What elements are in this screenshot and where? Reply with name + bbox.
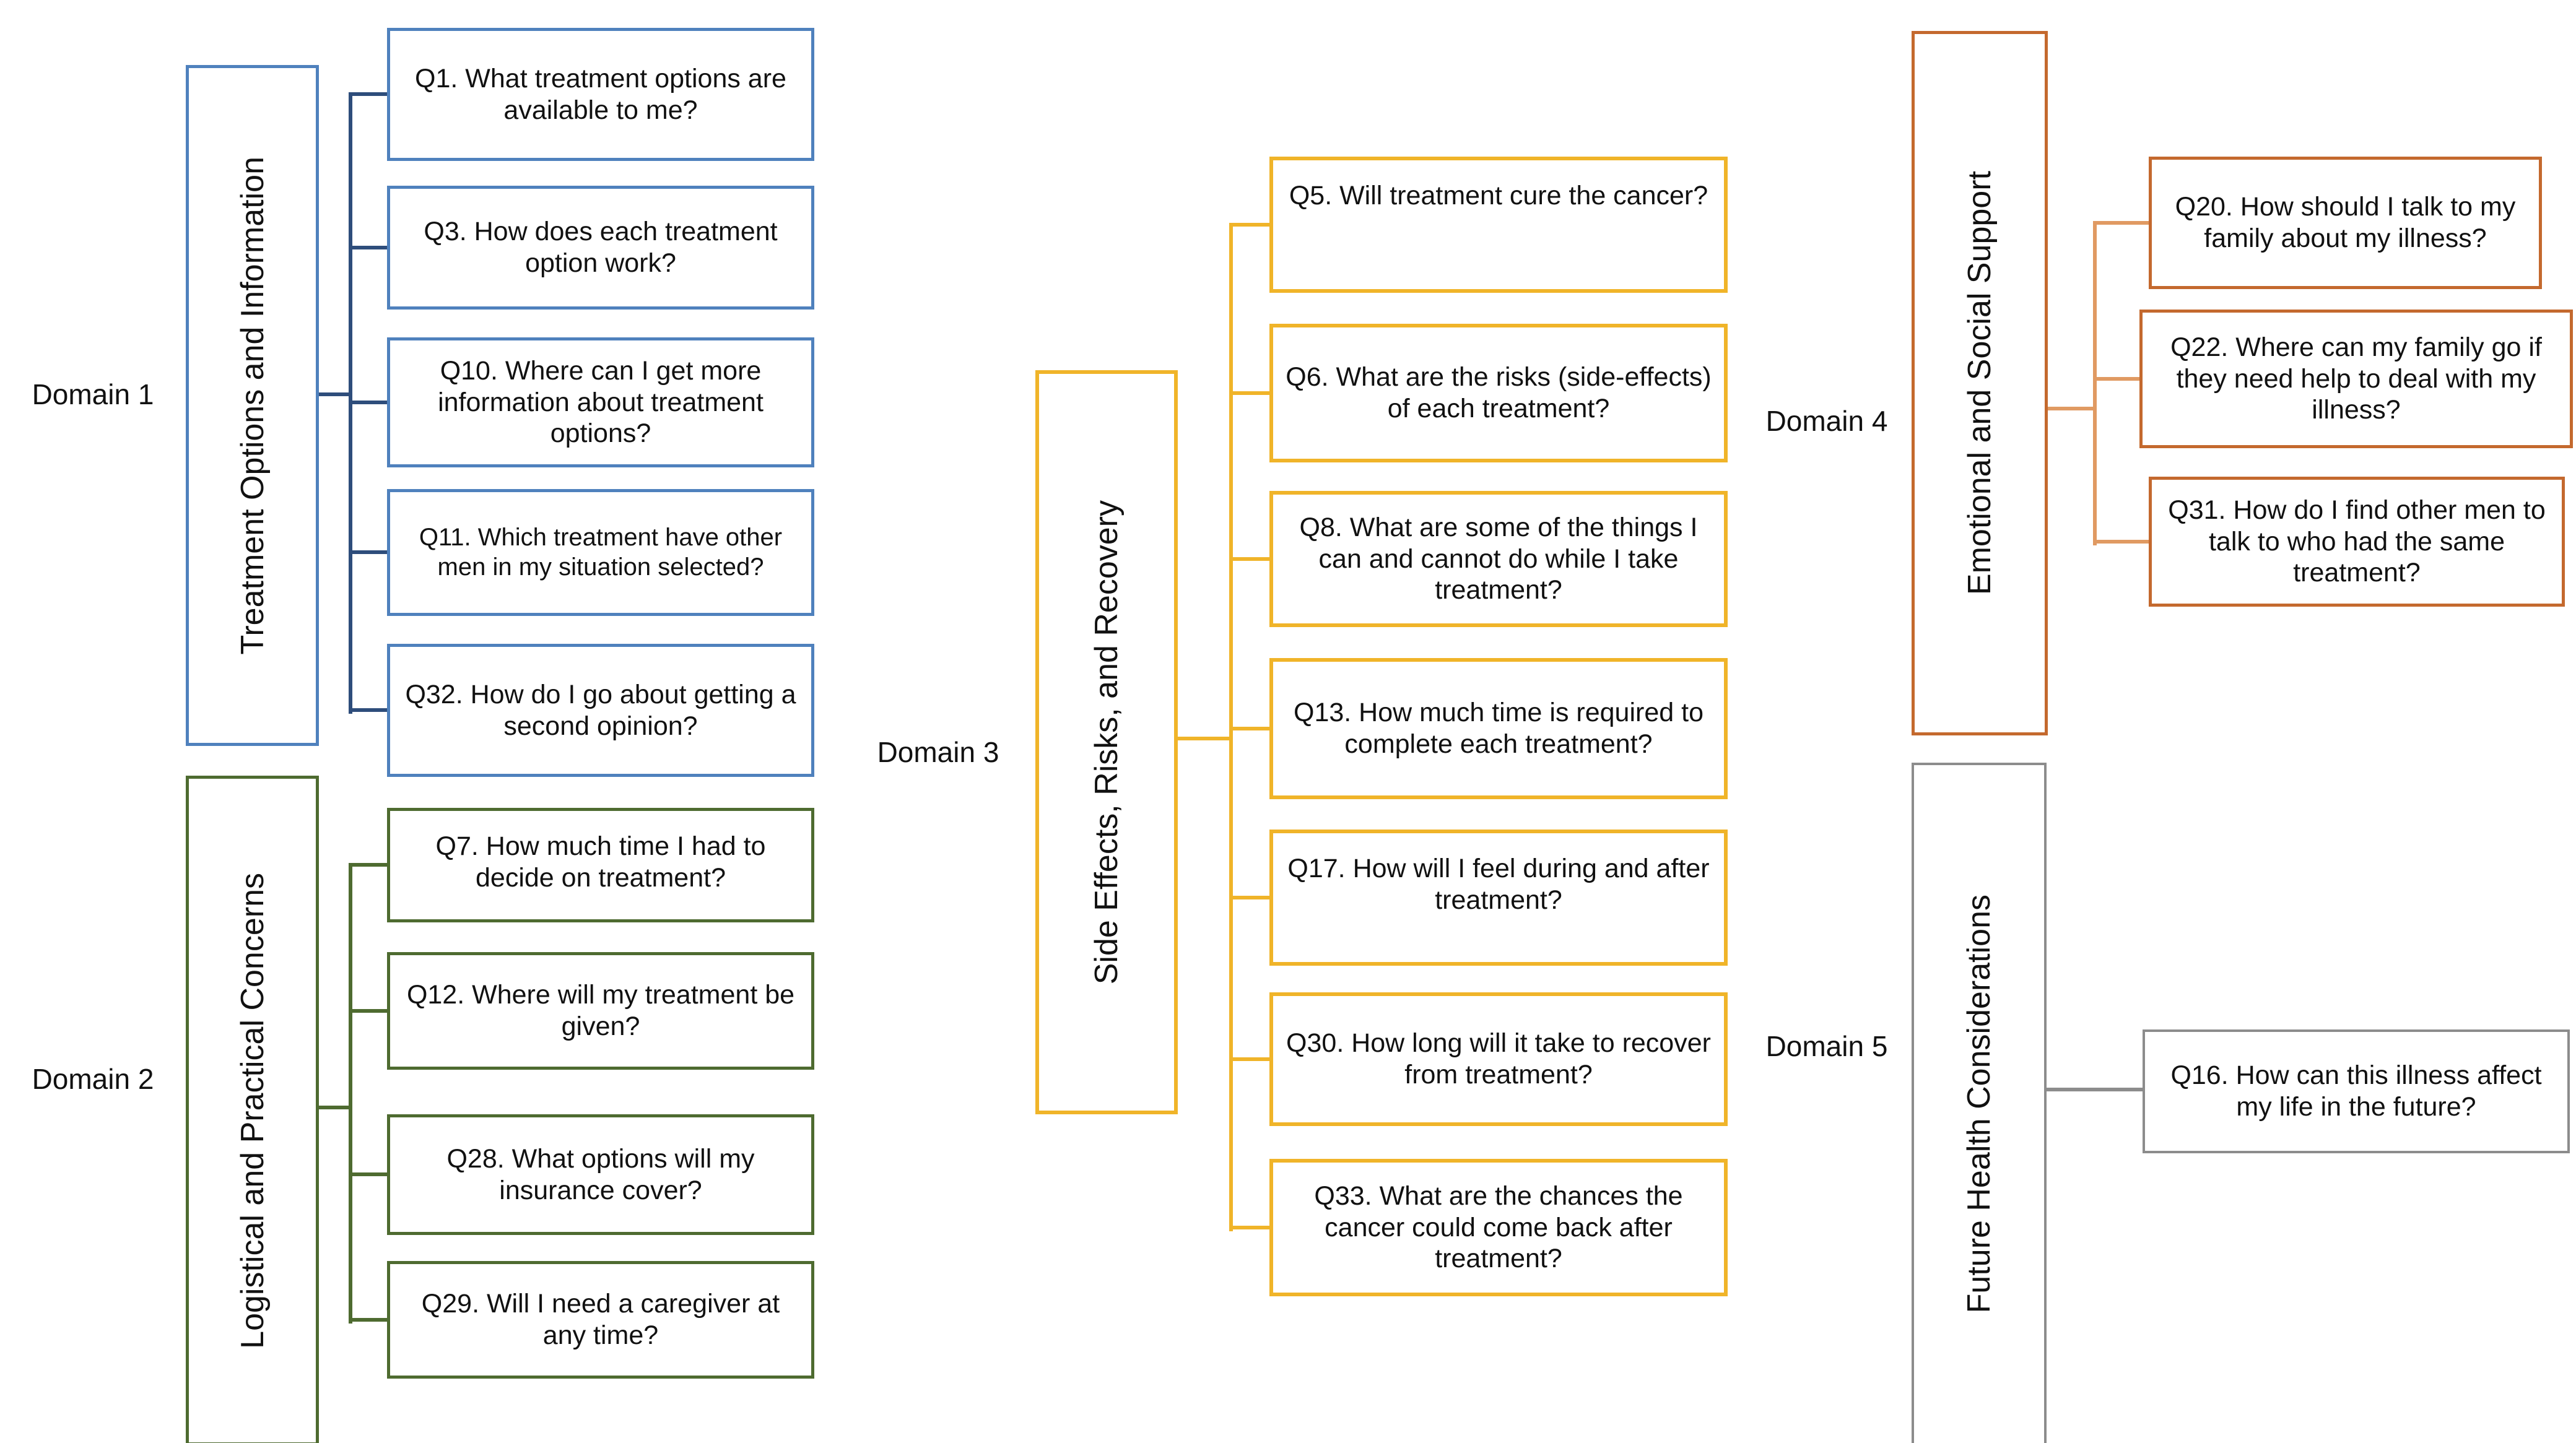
domain-5-category-box: Future Health Considerations xyxy=(1912,763,2047,1443)
domain-4-connector-branch xyxy=(2097,377,2149,381)
domain-3-connector-branch xyxy=(1229,223,1269,227)
question-box-q3: Q3. How does each treatment option work? xyxy=(387,186,814,310)
question-box-q22: Q22. Where can my family go if they need… xyxy=(2139,310,2573,448)
domain-4-label: Domain 4 xyxy=(1765,405,1888,437)
question-text-q1: Q1. What treatment options are available… xyxy=(415,63,786,125)
domain-3-connector-branch xyxy=(1229,727,1269,730)
question-box-q6: Q6. What are the risks (side-effects) of… xyxy=(1269,324,1728,462)
domain-3-connector-branch xyxy=(1229,557,1269,561)
domain-2-connector-stub xyxy=(313,1106,349,1109)
domain-3-connector-branch xyxy=(1229,391,1269,395)
question-text-q6: Q6. What are the risks (side-effects) of… xyxy=(1286,362,1712,423)
question-text-q12: Q12. Where will my treatment be given? xyxy=(406,980,795,1041)
domain-5-category-text: Future Health Considerations xyxy=(1961,895,1997,1314)
question-box-q16: Q16. How can this illness affect my life… xyxy=(2143,1029,2570,1153)
domain-2-connector-branch xyxy=(352,863,387,867)
question-text-q11: Q11. Which treatment have other men in m… xyxy=(419,524,783,581)
domain-1-connector-branch xyxy=(352,550,387,554)
domain-4-connector-trunk xyxy=(2093,221,2097,545)
domain-2-connector-branch xyxy=(352,1318,387,1322)
question-text-q32: Q32. How do I go about getting a second … xyxy=(405,679,796,741)
question-box-q10: Q10. Where can I get more information ab… xyxy=(387,337,814,467)
domain-3-connector-branch xyxy=(1229,896,1269,899)
question-text-q22: Q22. Where can my family go if they need… xyxy=(2170,332,2542,425)
question-text-q16: Q16. How can this illness affect my life… xyxy=(2170,1060,2542,1122)
domain-1-connector-branch xyxy=(352,92,387,96)
question-box-q20: Q20. How should I talk to my family abou… xyxy=(2149,157,2542,289)
question-text-q20: Q20. How should I talk to my family abou… xyxy=(2175,192,2516,253)
question-text-q29: Q29. Will I need a caregiver at any time… xyxy=(421,1289,780,1350)
question-box-q17: Q17. How will I feel during and after tr… xyxy=(1269,830,1728,966)
question-box-q32: Q32. How do I go about getting a second … xyxy=(387,644,814,777)
domain-1-connector-branch xyxy=(352,246,387,249)
domain-5-label: Domain 5 xyxy=(1765,1030,1888,1062)
domain-4-category-text: Emotional and Social Support xyxy=(1962,171,1998,596)
question-box-q33: Q33. What are the chances the cancer cou… xyxy=(1269,1159,1728,1296)
question-text-q8: Q8. What are some of the things I can an… xyxy=(1299,512,1698,605)
domain-2-connector-branch xyxy=(352,1172,387,1176)
domain-1-connector-trunk xyxy=(349,92,352,714)
domain-1-category-box: Treatment Options and Information xyxy=(186,65,319,746)
domain-3-connector-branch xyxy=(1229,1226,1269,1229)
question-text-q10: Q10. Where can I get more information ab… xyxy=(438,355,764,449)
domain-1-label: Domain 1 xyxy=(32,378,154,410)
question-box-q31: Q31. How do I find other men to talk to … xyxy=(2149,477,2565,607)
question-text-q5: Q5. Will treatment cure the cancer? xyxy=(1289,181,1708,210)
question-text-q7: Q7. How much time I had to decide on tre… xyxy=(435,831,766,893)
question-box-q28: Q28. What options will my insurance cove… xyxy=(387,1114,814,1235)
domain-3-connector-stub xyxy=(1170,737,1229,740)
question-box-q29: Q29. Will I need a caregiver at any time… xyxy=(387,1261,814,1379)
question-text-q31: Q31. How do I find other men to talk to … xyxy=(2168,495,2546,588)
question-text-q3: Q3. How does each treatment option work? xyxy=(424,217,778,278)
domain-2-connector-trunk xyxy=(349,863,352,1324)
domain-1-connector-branch xyxy=(352,708,387,712)
domain-2-connector-branch xyxy=(352,1009,387,1013)
domain-2-category-box: Logistical and Practical Concerns xyxy=(186,776,319,1443)
domain-3-category-box: Side Effects, Risks, and Recovery xyxy=(1035,370,1178,1114)
domain-4-connector-stub xyxy=(2042,407,2093,410)
domain-1-connector-stub xyxy=(313,392,349,396)
question-box-q8: Q8. What are some of the things I can an… xyxy=(1269,491,1728,627)
question-box-q13: Q13. How much time is required to comple… xyxy=(1269,658,1728,799)
question-box-q5: Q5. Will treatment cure the cancer? xyxy=(1269,157,1728,293)
question-text-q13: Q13. How much time is required to comple… xyxy=(1294,698,1704,759)
domain-4-category-box: Emotional and Social Support xyxy=(1912,31,2048,735)
domain-2-category-text: Logistical and Practical Concerns xyxy=(234,872,271,1349)
question-text-q17: Q17. How will I feel during and after tr… xyxy=(1287,854,1710,915)
question-text-q28: Q28. What options will my insurance cove… xyxy=(446,1143,755,1205)
domain-3-connector-branch xyxy=(1229,1057,1269,1061)
domain-1-connector-branch xyxy=(352,401,387,404)
question-box-q30: Q30. How long will it take to recover fr… xyxy=(1269,992,1728,1126)
question-box-q11: Q11. Which treatment have other men in m… xyxy=(387,489,814,616)
question-box-q1: Q1. What treatment options are available… xyxy=(387,28,814,161)
domain-2-label: Domain 2 xyxy=(32,1063,154,1095)
question-box-q12: Q12. Where will my treatment be given? xyxy=(387,952,814,1070)
domain-3-category-text: Side Effects, Risks, and Recovery xyxy=(1089,500,1125,985)
question-text-q33: Q33. What are the chances the cancer cou… xyxy=(1314,1181,1683,1274)
question-box-q7: Q7. How much time I had to decide on tre… xyxy=(387,808,814,922)
domain-1-category-text: Treatment Options and Information xyxy=(234,156,271,655)
domain-5-connector xyxy=(2042,1088,2143,1091)
domain-3-label: Domain 3 xyxy=(877,736,999,768)
question-text-q30: Q30. How long will it take to recover fr… xyxy=(1286,1028,1711,1090)
domain-4-connector-branch xyxy=(2097,540,2149,544)
domain-4-connector-branch xyxy=(2097,221,2149,225)
